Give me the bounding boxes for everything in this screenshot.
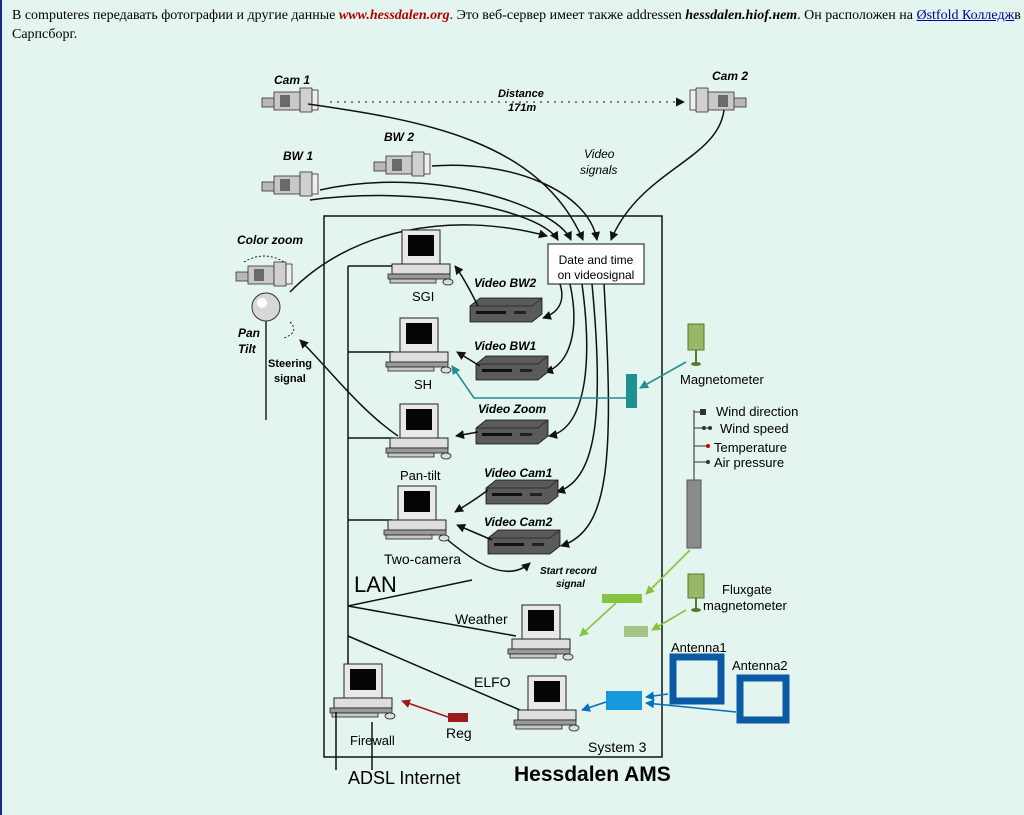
magnetometer-to-sh-line: [451, 365, 626, 399]
video-signals-label-2: signals: [580, 163, 617, 177]
fluxgate-converter: [624, 626, 648, 637]
steering-label-1: Steering: [268, 358, 312, 370]
distance-value: 171m: [508, 102, 536, 114]
pantilt-label: Pan-tilt: [400, 468, 441, 483]
air-pressure-label: Air pressure: [714, 455, 784, 470]
pc-sh-icon: [385, 317, 452, 374]
site-name: www.hessdalen.org: [338, 8, 450, 23]
antenna-receiver: [606, 691, 642, 710]
bw2-label: BW 2: [384, 130, 414, 144]
bw1-camera-icon: [261, 171, 319, 197]
fluxgate-sensor-icon: [687, 573, 705, 612]
datetime-line-1: Date and time: [559, 253, 634, 267]
color-zoom-label: Color zoom: [237, 233, 303, 247]
pc-twocam-icon: [383, 485, 450, 542]
wind-speed-label: Wind speed: [720, 421, 789, 436]
magnetometer-converter: [626, 374, 637, 408]
datetime-line-2: on videosignal: [558, 268, 635, 282]
datetime-box: [547, 243, 645, 285]
lan-label: LAN: [354, 572, 397, 597]
diagram-title: Hessdalen AMS: [514, 763, 671, 786]
vcr-bw1-icon: [475, 355, 549, 381]
video-cam1-label: Video Cam1: [484, 466, 553, 480]
host-name: hessdalen.hiof.нет: [685, 8, 798, 23]
cam1-label: Cam 1: [274, 73, 310, 87]
video-cam2-label: Video Cam2: [484, 515, 553, 529]
fluxgate-label-2: magnetometer: [703, 598, 787, 613]
twocam-label: Two-camera: [384, 551, 461, 567]
intro-text-1: В computeres передавать фотографии и дру…: [12, 8, 339, 23]
intro-text-2: . Это веб-сервер имеет также addressen: [449, 8, 686, 23]
pc-elfo-icon: [513, 675, 580, 732]
vcr-zoom-icon: [475, 419, 549, 445]
steering-label-2: signal: [274, 373, 306, 385]
page-left-border: [0, 0, 2, 815]
antenna2-icon: [736, 674, 790, 724]
antenna1-label: Antenna1: [671, 640, 727, 655]
pan-label: Pan: [238, 326, 260, 340]
fluxgate-label-1: Fluxgate: [722, 582, 772, 597]
reg-arrow: [401, 699, 449, 718]
antenna2-label: Antenna2: [732, 658, 788, 673]
weather-mast-icon: [686, 409, 712, 549]
antenna1-icon: [669, 653, 725, 705]
video-bw2-label: Video BW2: [474, 276, 537, 290]
vcr-cam2-icon: [487, 529, 561, 555]
cam2-camera-icon: [689, 87, 747, 113]
tilt-label: Tilt: [238, 342, 257, 356]
intro-paragraph: В computeres передавать фотографии и дру…: [12, 6, 1022, 44]
start-record-label-1: Start record: [540, 566, 598, 577]
intro-text-3: . Он расположен на: [797, 8, 917, 23]
start-record-label-2: signal: [556, 579, 585, 590]
intro-text-4: в Сарпсборг.: [12, 8, 1021, 42]
pc-weather-icon: [507, 604, 574, 661]
distance-label: Distance: [498, 88, 544, 100]
weather-label: Weather: [455, 611, 508, 627]
weather-converter: [602, 594, 642, 603]
college-link[interactable]: Østfold Колледж: [916, 8, 1015, 23]
video-zoom-label: Video Zoom: [478, 402, 547, 416]
video-bw1-label: Video BW1: [474, 339, 537, 353]
bw1-label: BW 1: [283, 149, 313, 163]
vcr-cam1-icon: [485, 479, 559, 505]
sh-label: SH: [414, 377, 432, 392]
pc-sgi-icon: [387, 229, 454, 286]
magnetometer-sensor-icon: [687, 323, 705, 366]
cam2-label: Cam 2: [712, 69, 748, 83]
system3-label: System 3: [588, 739, 647, 755]
bw2-camera-icon: [373, 151, 431, 177]
ams-enclosure: [323, 215, 663, 758]
video-distribution-lines: [542, 283, 610, 548]
reg-device: [448, 713, 468, 722]
vcr-bw2-icon: [469, 297, 543, 323]
camera-signal-lines: [289, 103, 725, 293]
video-signals-label-1: Video: [584, 147, 615, 161]
sgi-label: SGI: [412, 289, 434, 304]
elfo-label: ELFO: [474, 674, 511, 690]
reg-label: Reg: [446, 725, 472, 741]
adsl-label: ADSL Internet: [348, 768, 460, 788]
temperature-label: Temperature: [714, 440, 787, 455]
pc-pantilt-icon: [385, 403, 452, 460]
magnetometer-label: Magnetometer: [680, 372, 764, 387]
cam1-camera-icon: [261, 87, 319, 113]
pc-firewall-icon: [329, 663, 396, 720]
lan-backbone: [336, 265, 521, 713]
color-zoom-camera-icon: [235, 255, 295, 420]
wind-direction-label: Wind direction: [716, 404, 798, 419]
